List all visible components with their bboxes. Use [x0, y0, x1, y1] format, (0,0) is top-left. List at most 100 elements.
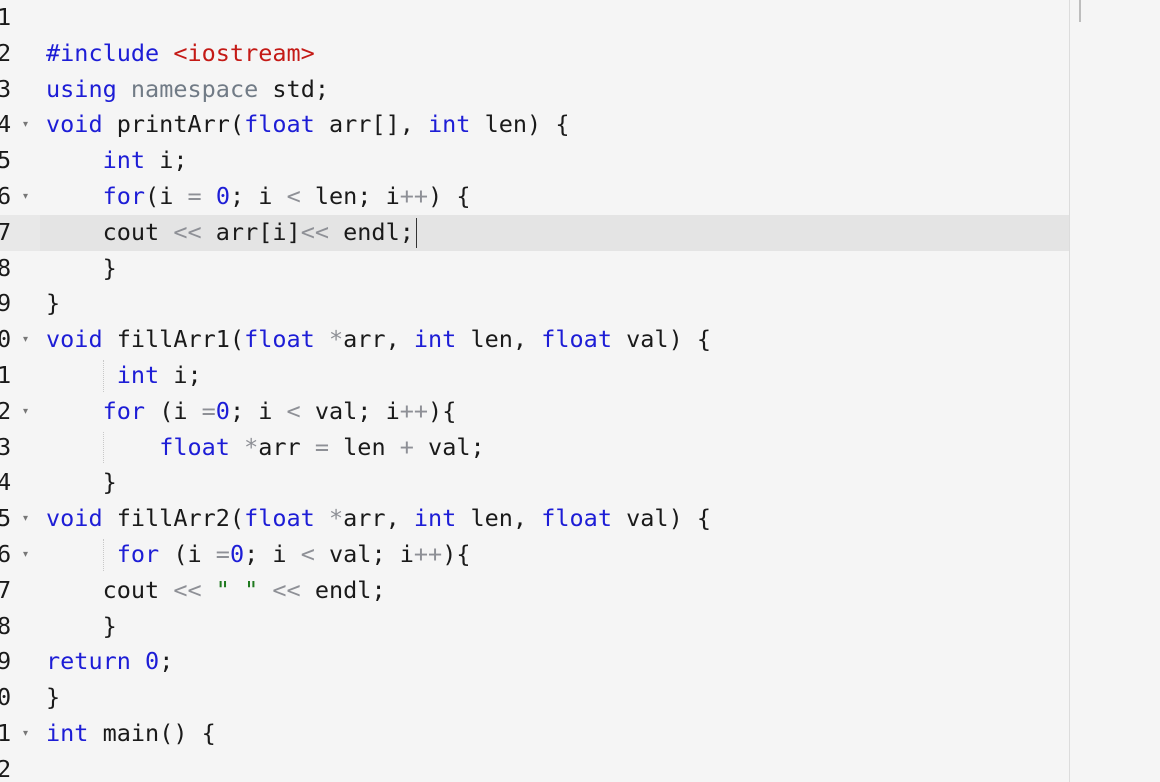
line-number-row[interactable]: 2 — [0, 36, 40, 72]
code-token: (i — [159, 540, 216, 568]
code-line[interactable]: } — [40, 251, 1069, 287]
line-number: 0 — [0, 683, 12, 712]
code-line[interactable]: void printArr(float arr[], int len) { — [40, 107, 1069, 143]
code-line-text: cout << " " << endl; — [46, 573, 386, 609]
code-token — [202, 576, 216, 604]
code-line[interactable]: return 0; — [40, 644, 1069, 680]
indent-guide — [102, 539, 104, 571]
code-token: void — [46, 325, 103, 354]
line-number: 9 — [0, 289, 12, 318]
code-token — [46, 397, 103, 425]
code-token — [159, 39, 173, 67]
line-number: 9 — [0, 647, 12, 676]
code-line-text: int i; — [46, 143, 188, 179]
line-number-row[interactable]: 2 — [0, 752, 40, 782]
code-line[interactable]: void fillArr2(float *arr, int len, float… — [40, 501, 1069, 537]
code-token: void — [46, 110, 103, 139]
line-number: 3 — [0, 432, 12, 461]
code-token: val) { — [611, 325, 712, 354]
code-line-text: void fillArr2(float *arr, int len, float… — [46, 501, 711, 537]
fold-arrow-icon[interactable]: ▾ — [23, 119, 29, 131]
vertical-scrollbar-thumb[interactable] — [1079, 0, 1081, 22]
code-line[interactable]: } — [40, 465, 1069, 501]
code-line[interactable]: } — [40, 680, 1069, 716]
code-token: fillArr2( — [102, 504, 245, 533]
line-number-row[interactable]: 3 — [0, 430, 40, 466]
code-line[interactable]: void fillArr1(float *arr, int len, float… — [40, 322, 1069, 358]
line-number: 2 — [0, 396, 12, 425]
code-line[interactable]: #include <iostream> — [40, 36, 1069, 72]
code-token — [46, 146, 103, 174]
code-token: for — [116, 540, 160, 568]
code-token: i; — [145, 146, 188, 175]
line-number-row[interactable]: 1▾ — [0, 716, 40, 752]
line-number-row[interactable]: 5 — [0, 143, 40, 179]
code-token: val) { — [611, 504, 712, 533]
line-number-row[interactable]: 7 — [0, 573, 40, 609]
line-number-row[interactable]: 6▾ — [0, 537, 40, 573]
line-number-row[interactable]: 4▾ — [0, 107, 40, 143]
code-token: len) { — [470, 110, 570, 139]
line-number: 5 — [0, 146, 12, 175]
code-line[interactable]: int i; — [40, 358, 1069, 394]
code-token: } — [46, 468, 117, 497]
code-token: std; — [258, 74, 329, 103]
code-line[interactable]: } — [40, 609, 1069, 645]
code-line[interactable]: cout << arr[i]<< endl; — [40, 214, 1069, 251]
line-number-row[interactable]: 0 — [0, 680, 40, 716]
fold-arrow-icon[interactable]: ▾ — [23, 549, 29, 560]
code-line[interactable] — [40, 752, 1069, 782]
vertical-scrollbar-track[interactable] — [1070, 0, 1160, 782]
code-text-area[interactable]: #include <iostream>using namespace std;v… — [40, 0, 1069, 782]
line-number: 7 — [0, 217, 12, 246]
code-token: } — [46, 611, 117, 640]
code-token: ++ — [413, 540, 443, 568]
code-line-text: return 0; — [46, 644, 173, 680]
code-line[interactable]: for(i = 0; i < len; i++) { — [40, 179, 1069, 215]
line-number-row[interactable]: 9 — [0, 644, 40, 680]
code-token: } — [46, 683, 61, 712]
code-token: < — [300, 540, 315, 568]
line-number-row[interactable]: 6▾ — [0, 179, 40, 215]
line-number-row[interactable]: 7 — [0, 214, 40, 251]
code-line[interactable]: int main() { — [40, 716, 1069, 752]
line-number-row[interactable]: 1 — [0, 358, 40, 394]
code-line-text: for (i =0; i < val; i++){ — [46, 537, 471, 573]
line-number-row[interactable]: 4 — [0, 465, 40, 501]
fold-arrow-icon[interactable]: ▾ — [23, 513, 29, 525]
line-number: 8 — [0, 253, 12, 282]
code-line[interactable]: cout << " " << endl; — [40, 573, 1069, 609]
code-token: (i — [145, 182, 188, 210]
fold-arrow-icon[interactable]: ▾ — [23, 334, 29, 346]
code-token: arr, — [343, 325, 414, 354]
code-line[interactable]: int i; — [40, 143, 1069, 179]
code-token: <iostream> — [173, 38, 315, 67]
code-token: return — [46, 647, 131, 676]
code-token: fillArr1( — [102, 325, 245, 354]
line-number-row[interactable]: 2▾ — [0, 394, 40, 430]
fold-arrow-icon[interactable]: ▾ — [23, 728, 29, 739]
code-line[interactable]: float *arr = len + val; — [40, 430, 1069, 466]
code-line[interactable] — [40, 0, 1069, 36]
fold-arrow-icon[interactable]: ▾ — [23, 191, 29, 202]
line-number-row[interactable]: 8 — [0, 609, 40, 645]
code-token: void — [46, 504, 103, 533]
line-number-row[interactable]: 0▾ — [0, 322, 40, 358]
line-number-row[interactable]: 5▾ — [0, 501, 40, 537]
line-number-row[interactable]: 1 — [0, 0, 40, 36]
code-line[interactable]: using namespace std; — [40, 72, 1069, 108]
line-number-row[interactable]: 8 — [0, 251, 40, 287]
code-line[interactable]: } — [40, 286, 1069, 322]
code-token — [202, 182, 216, 210]
code-line[interactable]: for (i =0; i < val; i++){ — [40, 394, 1069, 430]
line-number-row[interactable]: 9 — [0, 286, 40, 322]
line-number-row[interactable]: 3 — [0, 72, 40, 108]
code-token: cout — [46, 575, 174, 604]
code-token: ++ — [399, 396, 429, 425]
code-line-text: cout << arr[i]<< endl; — [46, 215, 414, 251]
code-token — [46, 361, 117, 389]
fold-arrow-icon[interactable]: ▾ — [23, 405, 29, 417]
code-line[interactable]: for (i =0; i < val; i++){ — [40, 537, 1069, 573]
